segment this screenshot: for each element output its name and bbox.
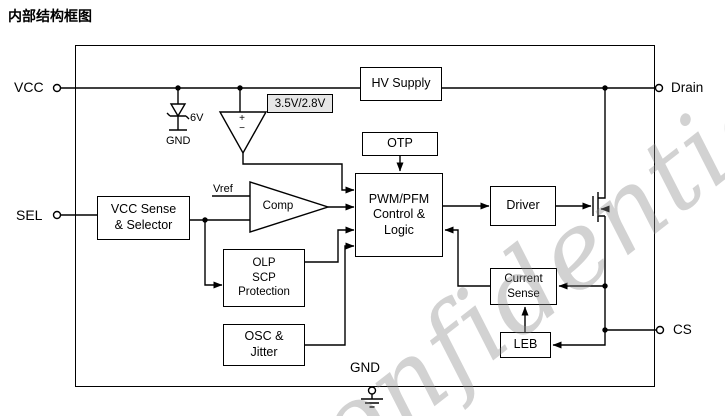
block-hv-supply: HV Supply [360,67,442,101]
zener-gnd-label: GND [166,135,191,147]
pin-label-sel: SEL [16,207,43,223]
junction-dot [602,283,608,289]
junction-dot [202,217,208,223]
wire-reg-to-pwm [242,153,355,194]
zener-diode-icon [169,103,187,118]
block-pwm-pfm-control: PWM/PFM Control & Logic [355,173,443,257]
wire-node-to-leb [552,330,606,349]
vref-label: Vref [213,183,233,195]
pin-label-cs: CS [673,322,692,337]
gnd-pin-terminal [367,386,377,395]
pin-terminals [52,83,665,395]
junction-dot [602,85,608,91]
cs-pin-terminal [655,325,665,335]
regulator-value-box: 3.5V/2.8V [267,94,333,113]
drain-pin-terminal [654,83,664,93]
sel-pin-terminal [52,210,62,220]
pin-label-vcc: VCC [14,79,44,95]
wire-osc-to-pwm [305,242,355,346]
page-title: 内部结构框图 [8,8,92,24]
zener-gnd-stub [169,116,187,131]
ground-symbol-icon [361,394,383,408]
wire-drain-down [598,88,606,199]
wire-source-down [598,215,606,330]
wire-to-olp [204,220,223,289]
block-osc-jitter: OSC & Jitter [223,324,305,366]
block-current-sense: Current Sense [490,268,557,305]
pin-label-gnd: GND [350,360,380,375]
comparator-label: Comp [262,200,294,212]
zener-value-label: 6V [190,112,204,124]
regulator-polarity-marks: + − [239,113,245,134]
pin-label-drain: Drain [671,80,704,95]
comparator-triangle-icon [249,181,331,233]
block-leb: LEB [500,332,551,358]
block-otp: OTP [362,132,438,156]
block-driver: Driver [490,186,556,226]
junction-dot [602,327,608,333]
block-olp-scp-protection: OLP SCP Protection [223,249,305,307]
vcc-pin-terminal [52,83,62,93]
junction-dots [175,85,608,333]
junction-dot [175,85,181,91]
block-vcc-sense-selector: VCC Sense & Selector [97,196,190,240]
wire-currentsense-to-pwm [444,226,490,287]
wire-olp-to-pwm [305,226,355,263]
junction-dot [237,85,243,91]
regulator-triangle-icon [218,111,268,155]
